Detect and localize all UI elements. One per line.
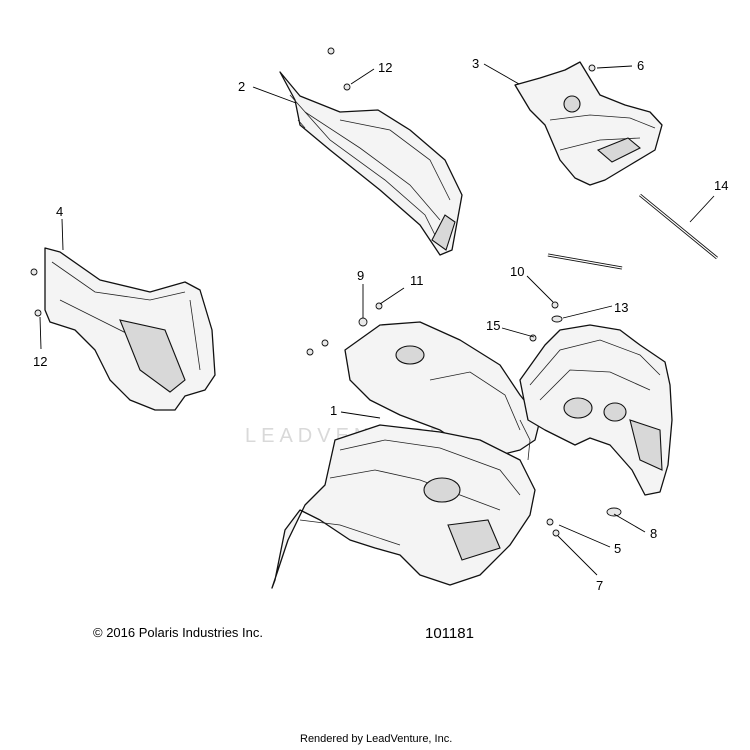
drawing-number: 101181: [425, 625, 474, 642]
callout-10: 10: [510, 264, 524, 279]
callout-13: 13: [614, 300, 628, 315]
callout-1: 1: [330, 403, 337, 418]
callout-12-top: 12: [378, 60, 392, 75]
copyright-text: © 2016 Polaris Industries Inc.: [93, 625, 263, 640]
callout-5: 5: [614, 541, 621, 556]
callout-12-left: 12: [33, 354, 47, 369]
part-2-upper-cover: [279, 71, 463, 256]
callout-numbers: 2 12 3 6 4 12 9 11 10 13 15 14 1 5 7 8: [33, 56, 728, 593]
callout-8: 8: [650, 526, 657, 541]
leader-lines: [39, 63, 715, 576]
storage-box: [519, 324, 673, 496]
callout-9: 9: [357, 268, 364, 283]
callout-7: 7: [596, 578, 603, 593]
part-3-bracket: [514, 61, 663, 186]
fasteners: [30, 47, 622, 537]
callout-6: 6: [637, 58, 644, 73]
part-1-front-body: [271, 321, 541, 589]
callout-3: 3: [472, 56, 479, 71]
callout-11: 11: [410, 273, 424, 288]
part-4-side-panel: [44, 247, 216, 411]
callout-14: 14: [714, 178, 728, 193]
callout-4: 4: [56, 204, 63, 219]
callout-15: 15: [486, 318, 500, 333]
part-14-rods: [547, 193, 718, 270]
callout-2: 2: [238, 79, 245, 94]
rendered-by-text: Rendered by LeadVenture, Inc.: [300, 733, 453, 745]
